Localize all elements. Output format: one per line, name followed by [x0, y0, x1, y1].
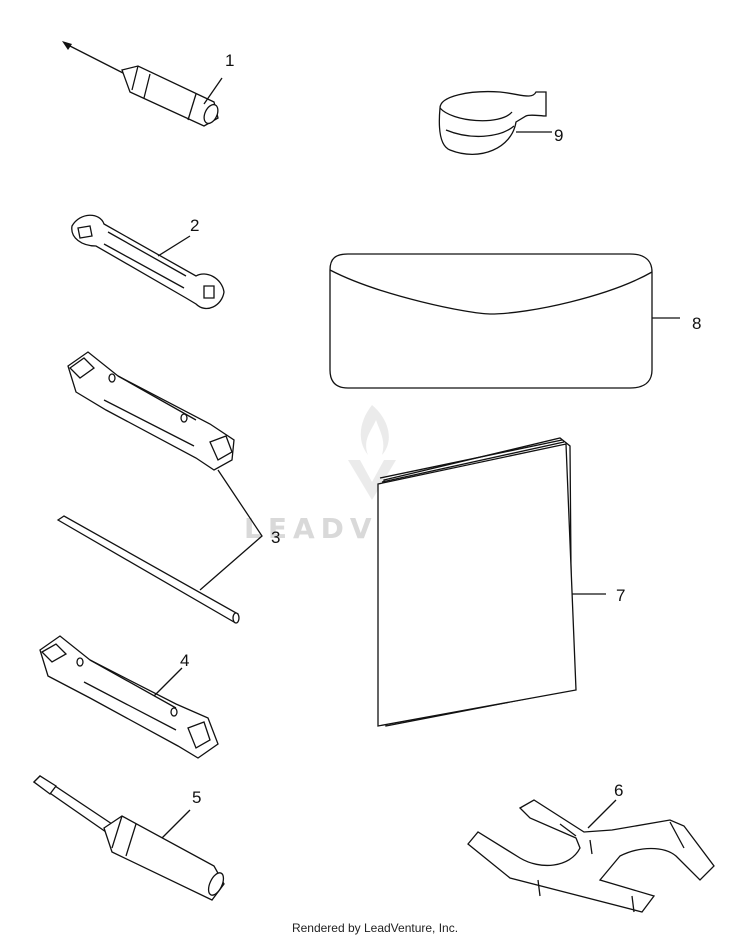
part-8-tool-pouch: [329, 253, 680, 389]
callout-1: 1: [225, 51, 234, 70]
part-3-tube-socket-wrench: [67, 351, 235, 471]
callout-7: 7: [616, 586, 625, 605]
callout-6: 6: [614, 781, 623, 800]
footer-credit: Rendered by LeadVenture, Inc.: [291, 921, 459, 935]
callout-4: 4: [180, 651, 189, 670]
part-6-spanner-tool: [467, 799, 715, 913]
callout-9: 9: [554, 126, 563, 145]
part-2-wrench: [71, 214, 225, 309]
callout-8: 8: [692, 314, 701, 333]
leader-3: [199, 469, 263, 591]
part-1-screwdriver: [62, 41, 223, 127]
callout-3: 3: [271, 528, 280, 547]
part-9-strap: [438, 90, 552, 155]
part-3-tommy-bar: [56, 515, 240, 624]
callout-2: 2: [190, 216, 199, 235]
part-7-owners-manual: [377, 437, 606, 727]
callout-5: 5: [192, 788, 201, 807]
watermark-logo: [348, 405, 396, 500]
part-4-tube-socket: [39, 635, 219, 759]
part-5-screwdriver: [32, 775, 225, 901]
